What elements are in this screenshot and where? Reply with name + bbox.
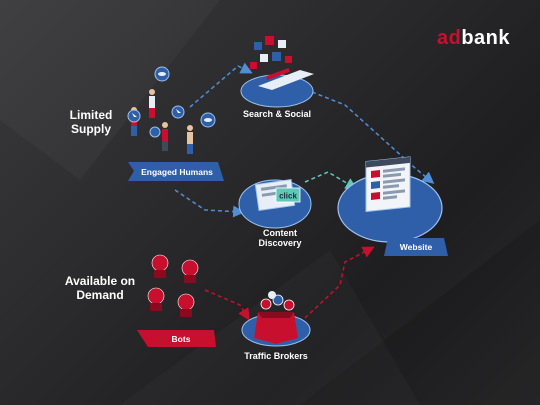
limited-supply-label: Limited Supply	[69, 108, 113, 136]
cursor-icon	[127, 109, 141, 123]
traffic-brokers-label: Traffic Brokers	[244, 351, 308, 361]
cursor-icon	[149, 126, 161, 138]
social-icons-cluster	[250, 36, 292, 69]
arrow-brokers-to-website	[304, 246, 375, 319]
logo-bank: bank	[461, 27, 511, 49]
website-tag-shape	[384, 238, 448, 256]
arrow-bots-to-brokers	[204, 289, 250, 321]
eye-icon	[200, 112, 216, 128]
search-social-label: Search & Social	[242, 109, 312, 119]
arrow-search-to-website	[311, 91, 435, 184]
adbank-logo: adbank	[437, 27, 510, 50]
engaged-humans-tag-shape	[128, 162, 224, 181]
bots-tag: Bots	[171, 333, 191, 344]
traffic-brokers-node	[241, 291, 311, 347]
arrow-humans-to-content	[174, 189, 245, 218]
content-discovery-label: Content Discovery	[258, 228, 302, 249]
bots-group	[147, 254, 199, 317]
person-figure	[187, 125, 193, 154]
bot-icon	[147, 287, 165, 311]
content-discovery-node: click	[238, 179, 312, 229]
available-on-demand-label: Available on Demand	[64, 274, 136, 302]
arrow-humans-to-search	[189, 62, 253, 108]
person-figure	[149, 89, 155, 118]
website-label: Website	[399, 242, 433, 252]
bot-icon	[151, 254, 169, 278]
click-text: click	[279, 192, 297, 201]
arrow-content-to-website	[304, 171, 358, 190]
bots-tag-shape	[137, 330, 216, 347]
bot-icon	[181, 259, 199, 283]
engaged-humans-tag: Engaged Humans	[141, 166, 213, 177]
bot-icon	[177, 293, 195, 317]
website-node	[337, 156, 443, 243]
logo-ad: ad	[437, 27, 462, 49]
cursor-icon	[171, 105, 185, 119]
eye-icon	[154, 66, 170, 82]
search-social-node	[240, 36, 314, 108]
person-figure	[162, 122, 168, 151]
engaged-humans-group	[127, 66, 216, 154]
website-page-icon	[365, 156, 411, 213]
